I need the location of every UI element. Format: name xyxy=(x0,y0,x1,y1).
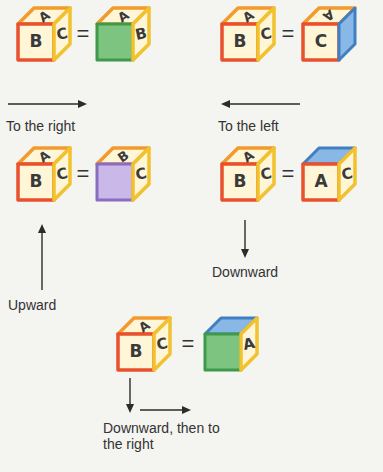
face-letter: B xyxy=(30,173,43,190)
direction-caption: Downward, then to the right xyxy=(103,420,235,452)
label-holder: B xyxy=(234,173,247,191)
label-holder: A xyxy=(241,334,256,354)
equals-sign: = xyxy=(282,163,295,185)
direction-arrow xyxy=(221,100,300,108)
direction-arrow xyxy=(140,406,191,414)
letter-block xyxy=(97,8,149,60)
face-letter: B xyxy=(234,173,247,190)
face-letter: C xyxy=(315,33,327,50)
letter-block xyxy=(222,148,274,200)
label-holder: A xyxy=(135,316,154,337)
direction-caption: Upward xyxy=(8,297,56,313)
letter-block xyxy=(97,148,149,200)
label-holder: A xyxy=(239,146,258,167)
label-holder: A xyxy=(239,6,258,27)
equals-sign: = xyxy=(282,23,295,45)
direction-arrow xyxy=(8,100,87,108)
label-holder: A xyxy=(314,173,327,191)
direction-arrow xyxy=(241,220,249,258)
label-holder: Upward xyxy=(8,296,56,314)
label-holder: C xyxy=(315,33,327,51)
label-holder: C xyxy=(340,164,355,184)
label-holder: To the right xyxy=(6,117,75,135)
label-holder: = xyxy=(282,163,295,185)
letter-block xyxy=(18,8,70,60)
label-holder: = xyxy=(282,23,295,45)
face-letter: A xyxy=(36,8,52,24)
letter-block xyxy=(18,148,70,200)
equals-sign: = xyxy=(77,23,90,45)
letter-block xyxy=(303,8,355,60)
label-holder: B xyxy=(130,343,143,361)
letter-block xyxy=(205,318,257,370)
label-holder: C xyxy=(259,164,274,184)
label-holder: C xyxy=(134,164,149,184)
face-letter: A xyxy=(242,336,256,353)
face-letter: C xyxy=(134,166,148,183)
face-letter: A xyxy=(115,8,131,24)
direction-caption: Downward xyxy=(212,264,278,280)
label-holder: C xyxy=(259,24,274,44)
face-letter: C xyxy=(55,166,69,183)
label-holder: B xyxy=(134,24,149,44)
label-holder: B xyxy=(234,33,247,51)
face-letter: C xyxy=(259,166,273,183)
letter-block xyxy=(303,148,355,200)
direction-arrow xyxy=(126,378,134,413)
label-holder: A xyxy=(35,146,54,167)
label-holder: = xyxy=(77,23,90,45)
face-letter: C xyxy=(155,336,169,353)
direction-arrow xyxy=(38,224,46,290)
label-holder: C xyxy=(155,334,170,354)
direction-caption: To the right xyxy=(6,118,75,134)
face-letter: B xyxy=(234,33,247,50)
face-letter: B xyxy=(134,26,148,43)
label-holder: B xyxy=(30,33,43,51)
label-holder: A xyxy=(114,6,133,27)
equals-sign: = xyxy=(77,163,90,185)
label-holder: A xyxy=(320,6,339,27)
label-holder: = xyxy=(77,163,90,185)
label-holder: C xyxy=(55,164,70,184)
label-holder: Downward, then to the right xyxy=(103,420,235,453)
face-letter: B xyxy=(30,33,43,50)
face-letter: B xyxy=(130,343,143,360)
face-letter: C xyxy=(259,26,273,43)
face-letter: A xyxy=(321,7,337,23)
label-holder: To the left xyxy=(218,117,279,135)
equals-sign: = xyxy=(182,333,195,355)
label-holder: A xyxy=(35,6,54,27)
letter-block xyxy=(222,8,274,60)
direction-caption: To the left xyxy=(218,118,279,134)
face-letter: A xyxy=(36,148,52,164)
label-holder: B xyxy=(30,173,43,191)
label-holder: = xyxy=(182,333,195,355)
face-letter: B xyxy=(115,148,131,164)
face-letter: C xyxy=(55,26,69,43)
face-letter: A xyxy=(240,148,256,164)
face-letter: A xyxy=(240,8,256,24)
label-holder: B xyxy=(114,146,132,166)
face-letter: A xyxy=(314,173,327,190)
label-holder: C xyxy=(55,24,70,44)
face-letter: A xyxy=(136,318,152,334)
letter-block xyxy=(118,318,170,370)
label-holder: Downward xyxy=(212,263,278,281)
face-letter: C xyxy=(340,166,354,183)
